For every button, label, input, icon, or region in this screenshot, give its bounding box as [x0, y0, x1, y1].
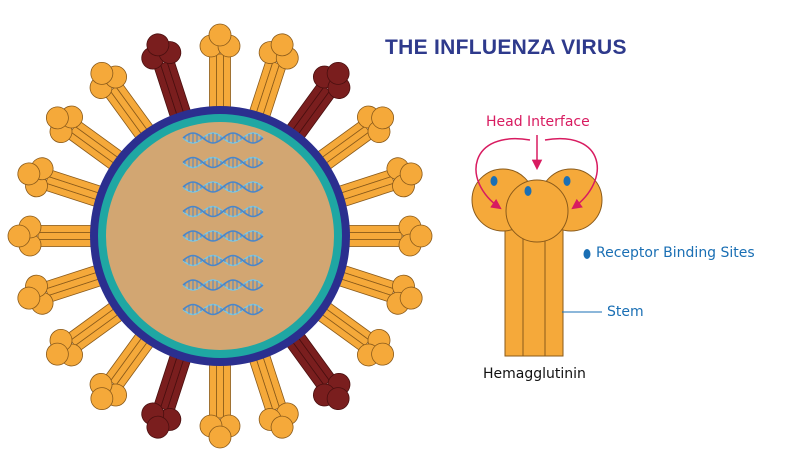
rna-segment [182, 132, 264, 144]
neuraminidase-spike [141, 33, 195, 128]
rna-segment [182, 156, 264, 169]
hemagglutinin-spike [245, 344, 299, 439]
head-interface-arrow-right [544, 137, 598, 210]
head-interface-label: Head Interface [486, 114, 590, 130]
rna-segment [182, 303, 264, 316]
receptor-binding-site [524, 186, 532, 196]
rna-segments [182, 132, 264, 316]
stem-label: Stem [607, 304, 644, 320]
neuraminidase-spike [141, 344, 195, 439]
hemagglutinin-head-center [505, 179, 569, 243]
receptor-binding-sites-label: Receptor Binding Sites [596, 245, 755, 261]
hemagglutinin-spike [45, 296, 132, 367]
hemagglutinin-spike [7, 215, 103, 257]
rna-segment [182, 279, 264, 291]
rna-segment [182, 205, 264, 218]
hemagglutinin-spike [308, 296, 395, 367]
hemagglutinin-stem-left [504, 221, 524, 357]
hemagglutinin-spike [45, 105, 132, 176]
hemagglutinin-spike [308, 105, 395, 176]
hemagglutinin-spike [17, 261, 112, 315]
hemagglutinin-diagram [471, 135, 603, 357]
hemagglutinin-stem-right [544, 221, 564, 357]
neuraminidase-spike [280, 324, 351, 411]
hemagglutinin-label: Hemagglutinin [483, 366, 586, 382]
rna-segment [182, 254, 264, 267]
virus-core [106, 122, 334, 350]
receptor-binding-site [563, 176, 571, 186]
virus-spikes [7, 23, 433, 449]
hemagglutinin-spike [328, 157, 423, 211]
hemagglutinin-spike [199, 23, 241, 119]
rna-segment [182, 181, 264, 193]
hemagglutinin-spike [245, 33, 299, 128]
diagram-title: THE INFLUENZA VIRUS [385, 36, 627, 59]
hemagglutinin-spike [337, 215, 433, 257]
neuraminidase-spike [280, 61, 351, 148]
receptor-binding-sites-legend-dot [583, 249, 591, 259]
hemagglutinin-spike [199, 353, 241, 449]
hemagglutinin-spike [89, 61, 160, 148]
rna-segment [182, 230, 264, 242]
head-interface-arrow-left [475, 137, 531, 210]
hemagglutinin-spike [89, 324, 160, 411]
receptor-binding-site [490, 176, 498, 186]
